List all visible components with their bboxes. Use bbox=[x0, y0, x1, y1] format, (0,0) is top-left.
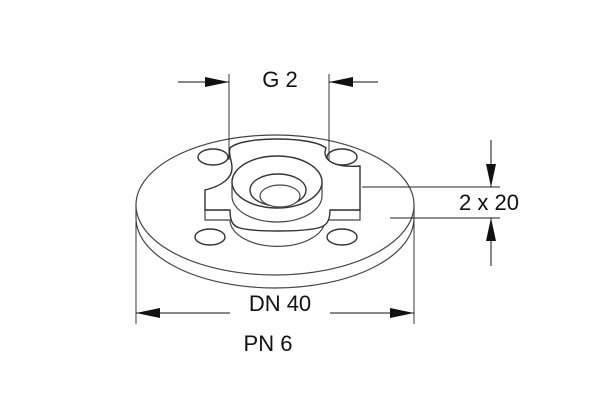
diameter-arrow-left bbox=[136, 308, 160, 318]
thickness-arrow-top bbox=[486, 164, 496, 187]
threaded-boss bbox=[231, 155, 323, 223]
bolt-hole-back-left bbox=[197, 148, 229, 166]
thread-dimension: G 2 bbox=[178, 67, 378, 160]
thickness-dimension: 2 x 20 bbox=[362, 140, 519, 266]
bore-inner bbox=[259, 184, 301, 208]
thickness-label: 2 x 20 bbox=[459, 190, 519, 215]
diameter-dimension: DN 40 PN 6 bbox=[135, 222, 415, 356]
thread-arrow-left bbox=[205, 77, 229, 87]
thread-arrow-right bbox=[329, 77, 353, 87]
bolt-hole-front-right bbox=[326, 228, 358, 246]
thread-label: G 2 bbox=[262, 67, 297, 92]
bolt-holes bbox=[194, 148, 358, 246]
thickness-arrow-bottom bbox=[486, 218, 496, 241]
diameter-arrow-right bbox=[390, 308, 414, 318]
diameter-label: DN 40 bbox=[249, 291, 311, 316]
pressure-label: PN 6 bbox=[244, 331, 293, 356]
bolt-hole-front-left bbox=[194, 228, 226, 246]
